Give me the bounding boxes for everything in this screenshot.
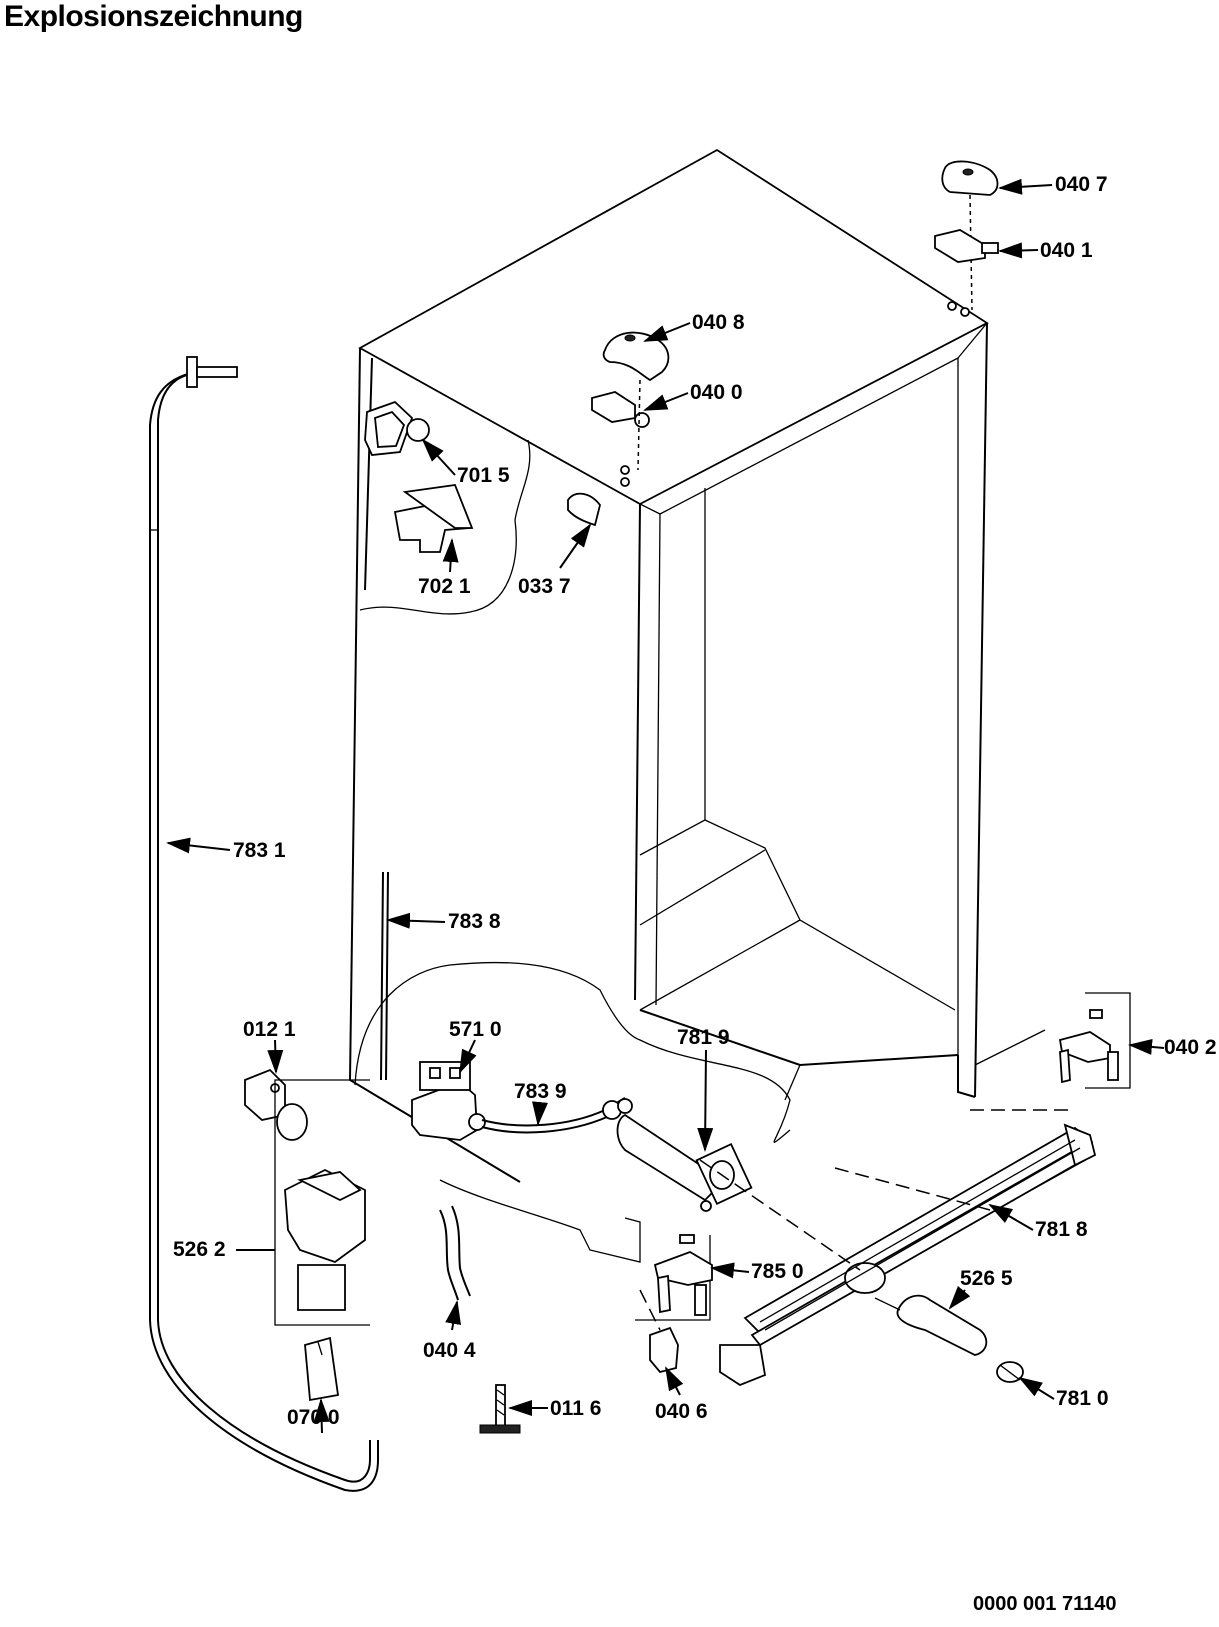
part-label-7818: 526 5 — [960, 1267, 1013, 1290]
part-label-7850: 040 4 — [423, 1339, 476, 1362]
hinge-cover-middle — [602, 331, 670, 382]
part-label-0407: 040 7 — [1055, 173, 1108, 196]
water-valve — [411, 1061, 486, 1141]
control-box — [274, 1079, 370, 1326]
part-label-7819: 781 9 — [677, 1026, 730, 1049]
part-label-5262: 526 2 — [173, 1238, 226, 1261]
document-number: 0000 001 71140 — [973, 1593, 1117, 1615]
part-label-7838: 783 8 — [448, 910, 501, 933]
part-label-0406: 040 6 — [655, 1400, 708, 1423]
part-label-0401: 040 1 — [1040, 239, 1093, 262]
part-label-0402: 040 2 — [1164, 1036, 1217, 1059]
part-label-0337: 033 7 — [518, 575, 571, 598]
filter-cap — [996, 1361, 1024, 1383]
detail-cutout-top — [359, 439, 531, 615]
part-label-0400: 040 0 — [690, 381, 743, 404]
drain-hose — [439, 1209, 459, 1301]
water-pipe-vertical — [380, 871, 389, 1081]
hinge-bottom-right — [1058, 992, 1131, 1089]
cover-plate — [304, 1336, 340, 1402]
detail-cutout-bottom — [354, 961, 791, 1143]
part-label-0116: 011 6 — [550, 1397, 601, 1420]
part-label-7021: 702 1 — [418, 575, 471, 598]
light-cover — [567, 492, 601, 527]
part-label-5265: 070 0 — [287, 1406, 340, 1429]
filter-housing — [602, 1098, 753, 1212]
hinge-top-right — [934, 229, 999, 263]
part-label-7015: 701 5 — [457, 464, 510, 487]
hinge-bottom-center — [635, 1234, 713, 1321]
door-switch — [364, 400, 430, 456]
hinge-cover-top — [941, 160, 999, 196]
part-label-7839: 783 9 — [514, 1080, 567, 1103]
door-clip — [649, 1326, 679, 1374]
part-label-5710: 571 0 — [449, 1018, 502, 1041]
light-bracket — [393, 484, 474, 553]
part-label-0121: 012 1 — [243, 1018, 296, 1041]
part-label-0700: 781 8 — [1035, 1218, 1088, 1241]
page-title: Explosionszeichnung — [4, 0, 303, 33]
part-label-7810: 781 0 — [1056, 1387, 1109, 1410]
leveling-foot — [479, 1384, 521, 1434]
part-label-0404: 785 0 — [751, 1260, 804, 1283]
water-filter — [874, 1294, 988, 1356]
cabinet-body — [348, 148, 989, 1183]
part-label-0408: 040 8 — [692, 311, 745, 334]
water-hose-long — [149, 356, 379, 1492]
kickplate-grille — [719, 1123, 1097, 1387]
part-label-7831: 783 1 — [233, 839, 286, 862]
hinge-middle — [591, 391, 650, 428]
